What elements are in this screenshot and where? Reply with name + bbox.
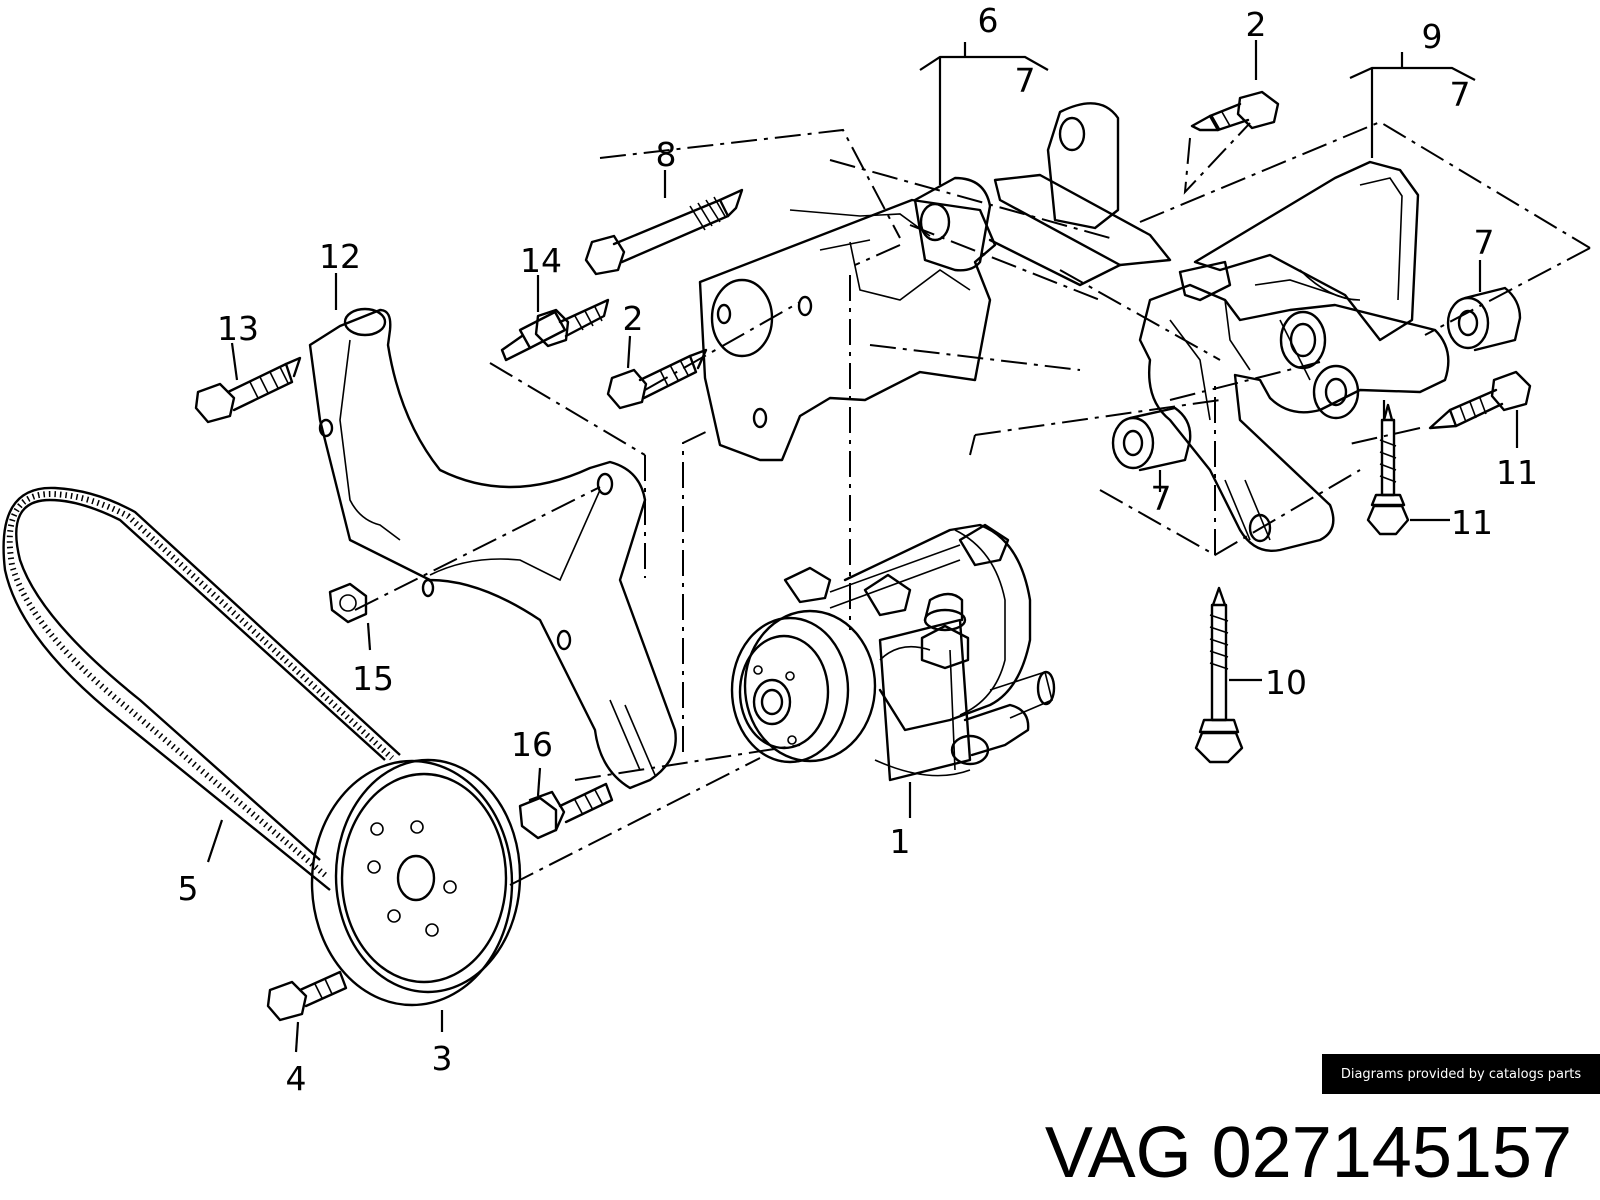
callout-3: 3 [432, 1039, 453, 1078]
callout-1: 1 [890, 822, 911, 861]
bushing-7-right [1446, 286, 1522, 352]
callout-2: 2 [623, 299, 644, 338]
nut-15 [328, 582, 368, 624]
callout-7: 7 [1450, 75, 1471, 114]
bracket-9 [1138, 160, 1450, 552]
callout-9: 9 [1422, 17, 1443, 56]
belt-5 [2, 486, 401, 891]
bolt-2-top [1190, 90, 1280, 132]
bolt-10 [1194, 586, 1244, 764]
callout-2: 2 [1246, 5, 1267, 44]
callouts: 1 2 2 3 4 5 6 7 7 7 7 8 9 10 11 11 12 13… [178, 1, 1539, 1098]
part-code: 027145157 [1211, 1113, 1572, 1193]
part-brand: VAG [1044, 1113, 1192, 1193]
callout-11: 11 [1496, 453, 1538, 492]
bolt-13 [194, 356, 302, 424]
credit-banner: Diagrams provided by catalogs parts [1322, 1054, 1600, 1094]
callout-4: 4 [286, 1059, 307, 1098]
callout-13: 13 [217, 309, 259, 348]
bolt-11-upper [1428, 370, 1532, 430]
callout-5: 5 [178, 869, 199, 908]
bolt-4 [266, 970, 348, 1022]
bolt-11-lower [1366, 403, 1410, 536]
bolt-8 [584, 188, 744, 276]
callout-11: 11 [1451, 503, 1493, 542]
stud-14 [500, 298, 610, 362]
callout-12: 12 [319, 237, 361, 276]
bolt-16 [518, 782, 614, 840]
callout-15: 15 [352, 659, 394, 698]
leader-lines [206, 40, 1519, 1053]
callout-14: 14 [520, 241, 562, 280]
callout-16: 16 [511, 725, 553, 764]
callout-6: 6 [978, 1, 999, 40]
bolt-2-mid [606, 348, 708, 410]
bracket-12 [308, 307, 677, 790]
callout-8: 8 [656, 135, 677, 174]
bracket-6 [698, 102, 1172, 462]
callout-7: 7 [1474, 223, 1495, 262]
pulley-3 [310, 758, 522, 1007]
bushing-7-lower [1111, 406, 1192, 472]
power-steering-pump [730, 523, 1056, 782]
callout-7: 7 [1015, 61, 1036, 100]
callout-7: 7 [1151, 479, 1172, 518]
callout-10: 10 [1265, 663, 1307, 702]
